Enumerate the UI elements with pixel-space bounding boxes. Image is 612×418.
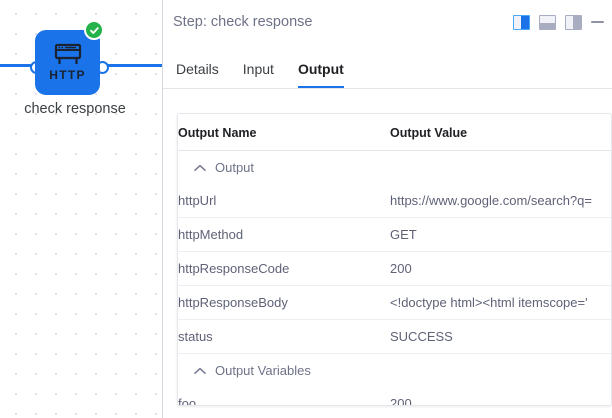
workflow-node-label: check response xyxy=(24,101,126,117)
layout-bottom-panel-icon-fill xyxy=(540,23,555,29)
http-node-icon-label: HTTP xyxy=(49,68,86,82)
row-output-value: 200 xyxy=(390,251,611,286)
row-output-name: httpUrl xyxy=(178,184,390,218)
row-output-name: httpResponseBody xyxy=(178,285,390,320)
connector-line-incoming xyxy=(0,64,38,67)
tab-output[interactable]: Output xyxy=(297,61,344,89)
table-row: foo 200 xyxy=(178,387,611,406)
column-header-output-name: Output Name xyxy=(178,114,390,151)
group-cell: Output Variables xyxy=(178,354,611,388)
output-table-card: Output Name Output Value Ou xyxy=(177,113,612,406)
check-circle-icon xyxy=(84,20,104,40)
table-group-row[interactable]: Output xyxy=(178,151,611,185)
chevron-up-icon[interactable] xyxy=(194,363,206,378)
minimize-icon[interactable] xyxy=(591,21,604,23)
column-header-output-value: Output Value xyxy=(390,114,611,151)
table-group-row[interactable]: Output Variables xyxy=(178,354,611,388)
layout-side-panel-icon[interactable] xyxy=(565,14,582,30)
panel-divider[interactable] xyxy=(162,0,163,418)
layout-bottom-panel-icon[interactable] xyxy=(539,14,556,30)
row-output-name: httpResponseCode xyxy=(178,251,390,286)
layout-side-panel-icon-fill xyxy=(573,15,581,29)
table-row: status SUCCESS xyxy=(178,319,611,354)
layout-right-panel-icon-fill xyxy=(521,15,529,29)
row-output-value: GET xyxy=(390,217,611,252)
row-output-name: foo xyxy=(178,396,197,406)
table-row: httpMethod GET xyxy=(178,217,611,252)
tab-input[interactable]: Input xyxy=(242,61,274,77)
tab-details[interactable]: Details xyxy=(176,61,219,77)
table-body: Output httpUrl https://www.google.com/se… xyxy=(178,151,611,406)
panel-header: Step: check response xyxy=(163,0,612,44)
row-output-name: status xyxy=(178,319,390,354)
row-output-value: 200 xyxy=(390,396,412,406)
panel-header-actions xyxy=(513,14,604,30)
panel-tabs: Details Input Output xyxy=(163,44,612,89)
group-label: Output xyxy=(215,160,255,175)
row-output-value: <!doctype html><html itemscope=' xyxy=(390,285,611,320)
step-details-panel: Step: check response Details Input Outpu… xyxy=(163,0,612,418)
chevron-up-icon[interactable] xyxy=(194,160,206,175)
group-cell: Output xyxy=(178,151,611,185)
workflow-node-http[interactable]: HTTP xyxy=(35,30,100,95)
output-table: Output Name Output Value Ou xyxy=(178,114,611,406)
tabs-underline xyxy=(163,88,612,89)
group-label: Output Variables xyxy=(215,363,311,378)
table-row: httpResponseBody <!doctype html><html it… xyxy=(178,285,611,320)
row-output-value: https://www.google.com/search?q= xyxy=(390,184,611,218)
row-output-value: SUCCESS xyxy=(390,319,611,354)
page-title: Step: check response xyxy=(173,14,313,30)
row-output-name: httpMethod xyxy=(178,217,390,252)
table-row: httpResponseCode 200 xyxy=(178,251,611,286)
table-header-row: Output Name Output Value xyxy=(178,114,611,151)
layout-right-panel-icon[interactable] xyxy=(513,14,530,30)
connector-line-outgoing xyxy=(102,64,162,67)
workflow-canvas[interactable]: HTTP check response xyxy=(0,0,162,418)
http-node-icon xyxy=(53,43,83,67)
table-row: httpUrl https://www.google.com/search?q= xyxy=(178,184,611,218)
